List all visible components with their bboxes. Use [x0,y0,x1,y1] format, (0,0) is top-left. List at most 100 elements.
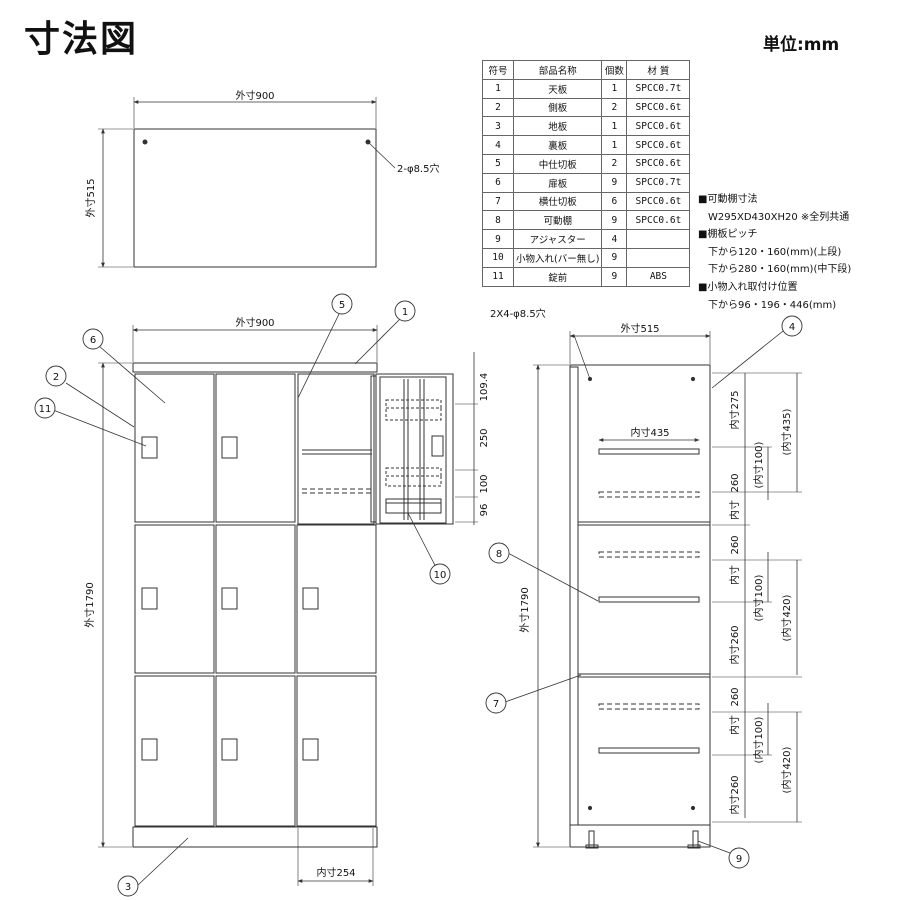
note-line: ■小物入れ取付け位置 [698,281,798,293]
base-plate [132,826,378,848]
door-panel [134,524,215,674]
lock-icon [221,436,238,459]
hole-mark [690,805,696,811]
part-material: ABS [626,266,691,287]
leader-line [505,551,599,602]
dim-r-nai2: 内寸 [728,565,741,585]
leader-line [65,382,135,428]
shelf [598,448,700,455]
dim-r-260b: 260 [730,535,741,554]
accessory-tray [385,407,442,421]
accessory-tray [385,467,442,477]
top-plate [132,362,378,373]
leader-line [573,334,591,380]
leader-line [98,345,166,404]
part-material: SPCC0.6t [626,135,691,155]
callout-circle [117,875,139,897]
note-line: 下から280・160(mm)(中下段) [708,264,852,276]
part-name: 地板 [512,116,603,137]
part-name: 錠前 [512,266,603,287]
dim-front-height: 外寸1790 [83,582,96,627]
shelf [598,747,700,754]
hole-mark [142,139,148,145]
lock-icon [141,738,158,761]
hole-mark [587,805,593,811]
callout-1: 1 [402,307,408,318]
leader-line [137,837,189,886]
callout-circle [394,300,416,322]
dim-r-260d: 260 [730,687,741,706]
callout-circle [82,328,104,350]
callout-leaders [47,309,789,886]
note-line: 下から120・160(mm)(上段) [708,246,842,258]
adjuster-foot [692,830,699,848]
callout-circle [488,542,510,564]
side-view [533,331,802,849]
note-line: ■棚板ピッチ [698,229,758,241]
dim-r-100a: (内寸100) [752,441,765,488]
dim-r-435: (内寸435) [780,408,793,455]
door-hinge-edge [370,375,377,523]
callout-2: 2 [53,372,59,383]
dim-top-width: 外寸900 [235,89,274,102]
lock-icon [141,436,158,459]
part-material: SPCC0.6t [626,210,691,231]
callout-circle [429,563,451,585]
dim-r-nai1: 内寸 [728,500,741,520]
dim-r-nai3: 内寸 [728,715,741,735]
callout-4: 4 [789,322,795,333]
open-door-inner [379,376,447,524]
lock-icon [141,587,158,610]
part-qty: 6 [601,191,628,212]
open-compartment [297,373,375,525]
dim-side-width: 外寸515 [620,322,659,335]
part-material: SPCC0.6t [626,116,691,137]
callout-circle [728,847,750,869]
dim-r-420b: (内寸420) [780,746,793,793]
part-material: SPCC0.7t [626,172,691,193]
door-panel [215,675,296,827]
note-line: 下から96・196・446(mm) [708,299,837,311]
accessory-tray [385,475,442,487]
part-name: 可動棚 [512,210,603,231]
callout-11: 11 [39,404,52,415]
dim-front-width: 外寸900 [235,316,274,329]
dim-r-260a: 260 [730,473,741,492]
callout-circle [34,397,56,419]
part-material [626,229,691,249]
dim-inner-depth: 内寸435 [630,426,669,439]
door-panel [215,373,296,523]
leader-line [367,141,396,169]
shelf-hidden [598,551,700,558]
door-panel [215,524,296,674]
callout-circles [34,293,803,897]
part-name: アジャスター [512,229,603,249]
dim-r-260e: 内寸260 [728,775,741,814]
part-code: 6 [482,172,514,193]
dim-side-holes: 2X4-φ8.5穴 [490,307,546,320]
door-panel [296,524,377,674]
part-name: 裏板 [512,135,603,155]
leader-line [297,309,342,399]
adjuster-foot [588,830,595,848]
shelf-hidden [598,703,700,710]
lock-icon [221,738,238,761]
door-panel [134,373,215,523]
leader-line [407,512,440,574]
leader-line [47,407,147,447]
door-lock-icon [431,435,444,457]
accessory-box [385,498,442,514]
dim-r-420a: (内寸420) [780,594,793,641]
callout-8: 8 [496,549,502,560]
adjuster-base [687,844,701,849]
page-title: 寸法図 [24,19,139,60]
lock-icon [302,587,319,610]
adjuster-base [585,844,599,849]
part-code: 4 [482,135,514,155]
top-view [98,97,396,268]
